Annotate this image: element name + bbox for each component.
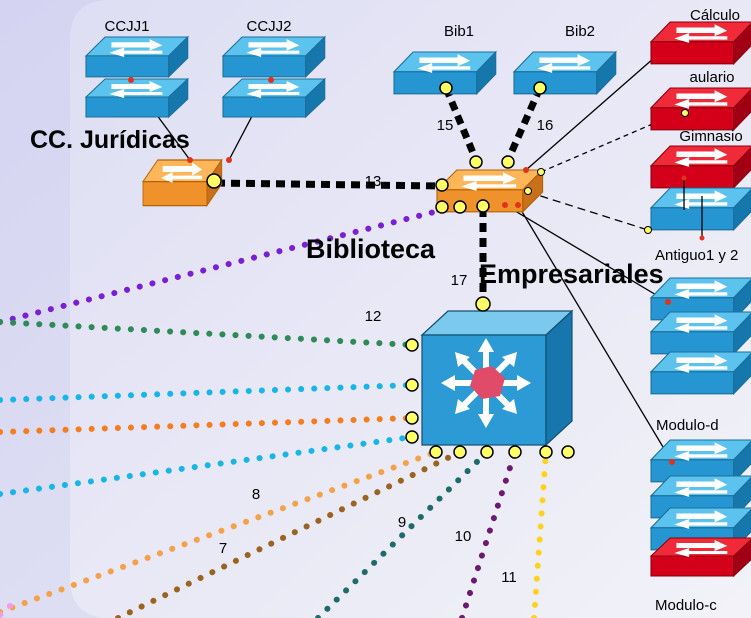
label-ccjj1: CCJJ1	[104, 18, 149, 35]
switch-ccjj2[interactable]	[222, 36, 326, 118]
link-modulo-d	[517, 204, 673, 463]
link-label-9: 9	[398, 514, 406, 531]
fiber-link-brown	[115, 449, 463, 618]
panel	[70, 0, 751, 618]
switch-empresariales-stack[interactable]	[650, 277, 751, 395]
label-modulo-d: Modulo-d	[656, 417, 719, 434]
fiber-link-teal	[315, 449, 490, 618]
label-antiguo: Antiguo1 y 2	[655, 247, 738, 264]
fiber-link-cyan	[0, 382, 415, 403]
fiber-link-pink	[0, 603, 13, 618]
fiber-link-yellow	[531, 449, 549, 618]
label-ccjj2: CCJJ2	[246, 18, 291, 35]
core-hub-icon	[470, 366, 505, 399]
link-label-8: 8	[252, 486, 260, 503]
area-label-juridicas: CC. Jurídicas	[30, 126, 190, 154]
link-label-10: 10	[455, 528, 472, 545]
trunk-link-16	[504, 86, 544, 162]
switch-modulo-d-stack[interactable]	[650, 439, 751, 577]
label-calculo: Cálculo	[690, 7, 740, 24]
link-label-13: 13	[365, 173, 382, 190]
link-gimnasio	[527, 191, 649, 231]
fiber-links	[0, 207, 549, 618]
core-switch[interactable]	[420, 309, 574, 447]
switch-ccjj1[interactable]	[85, 36, 189, 118]
link-calculo	[525, 43, 671, 171]
switch-calculo[interactable]	[650, 21, 751, 65]
ports	[206, 81, 689, 459]
fiber-link-orange	[0, 415, 415, 435]
label-gimnasio: Gimnasio	[679, 128, 742, 145]
link-label-17: 17	[451, 272, 468, 289]
link-endpoints	[187, 157, 675, 465]
fiber-link-cyan-2	[0, 434, 415, 497]
label-bib2: Bib2	[565, 23, 595, 40]
link-label-7: 7	[219, 540, 227, 557]
area-label-biblioteca: Biblioteca	[306, 234, 436, 264]
switch-gimnasio[interactable]	[650, 145, 751, 241]
area-label-empresariales: Empresariales	[479, 259, 664, 289]
link-label-12: 12	[365, 308, 382, 325]
link-label-15: 15	[437, 117, 454, 134]
link-antiguo	[504, 204, 669, 303]
trunk-links	[215, 86, 544, 302]
link-label-16: 16	[537, 117, 554, 134]
label-bib1: Bib1	[444, 23, 474, 40]
link-label-11: 11	[501, 569, 517, 586]
switch-bib2[interactable]	[513, 51, 617, 95]
trunk-link-13	[215, 179, 441, 190]
fiber-link-purple	[0, 207, 445, 325]
label-modulo-c: Modulo-c	[655, 597, 717, 614]
fiber-link-light-orange	[0, 449, 439, 615]
switch-aulario[interactable]	[650, 87, 751, 131]
label-aulario: aulario	[689, 69, 734, 86]
fiber-link-dark-purple	[459, 449, 518, 618]
trunk-link-15	[442, 86, 480, 162]
